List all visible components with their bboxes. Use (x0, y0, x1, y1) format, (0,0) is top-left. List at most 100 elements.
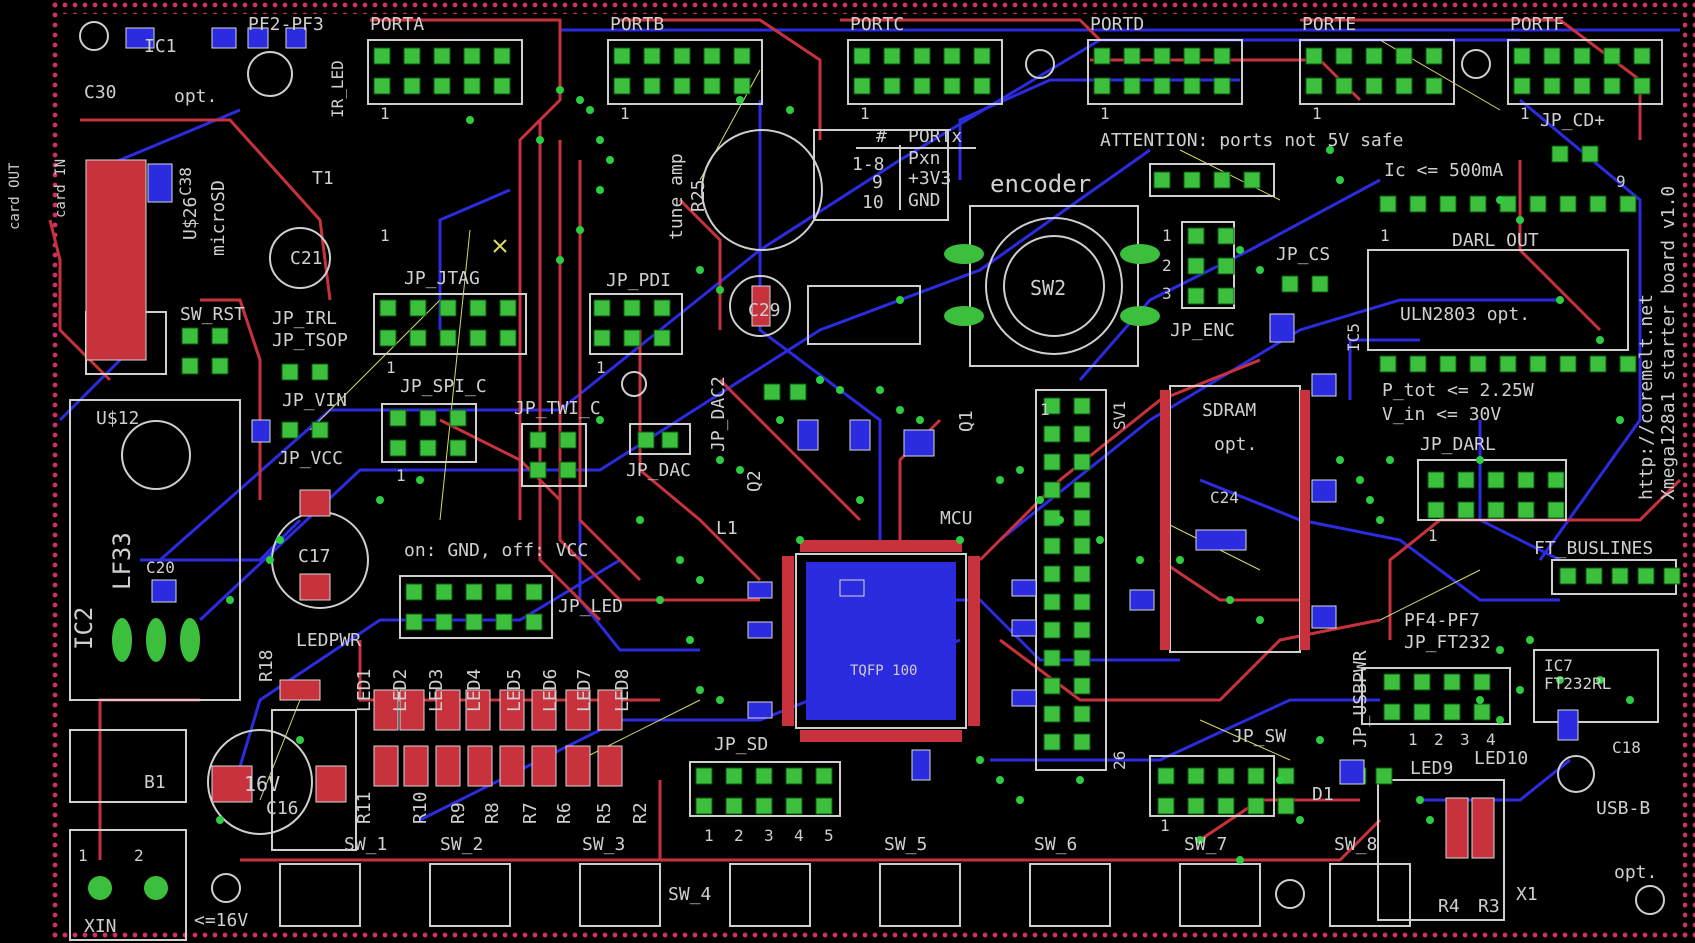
part-jp-dac: JP_DAC (626, 460, 692, 481)
jp-darl-pad (1427, 471, 1445, 489)
port-4-pad (1425, 77, 1443, 95)
part-u26: U$26 (180, 196, 201, 240)
jp-led-pad (435, 583, 453, 601)
port-1-pad (643, 77, 661, 95)
switch-3[interactable]: SW_3 (582, 834, 626, 855)
pin-xin-2: 2 (134, 846, 144, 865)
large-pads (88, 244, 1160, 900)
port-2-pad (943, 47, 961, 65)
label-portf: PORTF (1510, 14, 1565, 35)
darl-out-pad (1619, 195, 1637, 213)
part-c20: C20 (146, 558, 175, 577)
jp-irl-pad (181, 357, 199, 375)
pdi-pad (653, 329, 671, 347)
via (536, 136, 544, 144)
part-usb-b: USB-B (1596, 798, 1651, 819)
jp-enc-pad (1187, 257, 1205, 275)
led-7: LED7 (574, 668, 595, 712)
via (1516, 216, 1524, 224)
jp-sd-pad (815, 767, 833, 785)
part-mcu-pkg: TQFP 100 (850, 663, 918, 679)
port-5-pad (1633, 47, 1651, 65)
jp-irl-pad (181, 327, 199, 345)
twi-pad (559, 461, 577, 479)
sv1-pad (1043, 565, 1061, 583)
via (1556, 296, 1564, 304)
header-pads[interactable] (181, 47, 1681, 815)
pdi-pad (593, 329, 611, 347)
port-3-pad (1183, 47, 1201, 65)
sd-pin-5: 5 (824, 826, 834, 845)
pin-pdi-1: 1 (596, 358, 606, 377)
sv1-pad (1073, 565, 1091, 583)
part-ic7: IC7 (1544, 656, 1573, 675)
switch-7[interactable]: SW_7 (1184, 834, 1228, 855)
switch-2[interactable]: SW_2 (440, 834, 484, 855)
part-c16: C16 (266, 798, 299, 819)
via (416, 476, 424, 484)
port-pin-one-b: 1 (620, 104, 630, 123)
ft-bus-pad (1559, 567, 1577, 585)
port-1-pad (673, 77, 691, 95)
via (1256, 266, 1264, 274)
switch-6[interactable]: SW_6 (1034, 834, 1078, 855)
via (1626, 696, 1634, 704)
via (266, 556, 274, 564)
pin-sv1-26: 26 (1110, 750, 1129, 770)
switch-5[interactable]: SW_5 (884, 834, 928, 855)
sv1-pad (1073, 677, 1091, 695)
led9-pad (1375, 767, 1393, 785)
board-url[interactable]: http://coremelt.net (1636, 294, 1657, 500)
ft-pin-4: 4 (1486, 730, 1496, 749)
via (1136, 556, 1144, 564)
ft-pin-3: 3 (1460, 730, 1470, 749)
sd-pin-1: 1 (704, 826, 714, 845)
sv1-pad (1043, 649, 1061, 667)
port-2-pad (883, 77, 901, 95)
via (596, 186, 604, 194)
jp-ft232-pad (1383, 673, 1401, 691)
via (996, 476, 1004, 484)
pin-jtag-1: 1 (380, 226, 390, 245)
via (836, 386, 844, 394)
via (1016, 796, 1024, 804)
part-ft-buslines: FT_BUSLINES (1534, 538, 1654, 559)
port-5-pad (1513, 47, 1531, 65)
via (1596, 336, 1604, 344)
jp-sw-pad (1247, 797, 1265, 815)
jp-enc-pad (1217, 287, 1235, 305)
resistor-r5: R5 (594, 802, 615, 824)
part-card-out: card OUT (7, 162, 23, 230)
port-0-pad (463, 47, 481, 65)
resistor-r8: R8 (482, 802, 503, 824)
jtag-pad (379, 329, 397, 347)
switch-4[interactable]: SW_4 (668, 884, 712, 905)
notice-led: on: GND, off: VCC (404, 540, 589, 561)
switch-1[interactable]: SW_1 (344, 834, 388, 855)
part-led9: LED9 (1410, 758, 1454, 779)
switch-8[interactable]: SW_8 (1334, 834, 1378, 855)
via (1056, 516, 1064, 524)
port-3-pad (1093, 47, 1111, 65)
jp-sd-pad (755, 767, 773, 785)
via (576, 226, 584, 234)
resistor-r6: R6 (554, 802, 575, 824)
jtag-pad (469, 329, 487, 347)
sv1-pad (1043, 537, 1061, 555)
pin-jpdarl-1: 1 (1428, 526, 1438, 545)
jp-darl-pad (1487, 501, 1505, 519)
port-pin-one-e: 1 (1312, 104, 1322, 123)
via (596, 416, 604, 424)
via (696, 266, 704, 274)
jp-darl-pad (1547, 471, 1565, 489)
jp-sw-pad (1217, 797, 1235, 815)
sd-pin-3: 3 (764, 826, 774, 845)
port-2-pad (913, 47, 931, 65)
jp-ft232-pad (1443, 703, 1461, 721)
part-l1: L1 (716, 518, 738, 539)
jp-darl-pad (1517, 471, 1535, 489)
notice-ic-limit: Ic <= 500mA (1384, 160, 1504, 181)
part-jp-usbpwr: JP_USBPWR (1350, 650, 1371, 748)
jp-led-pad (405, 583, 423, 601)
